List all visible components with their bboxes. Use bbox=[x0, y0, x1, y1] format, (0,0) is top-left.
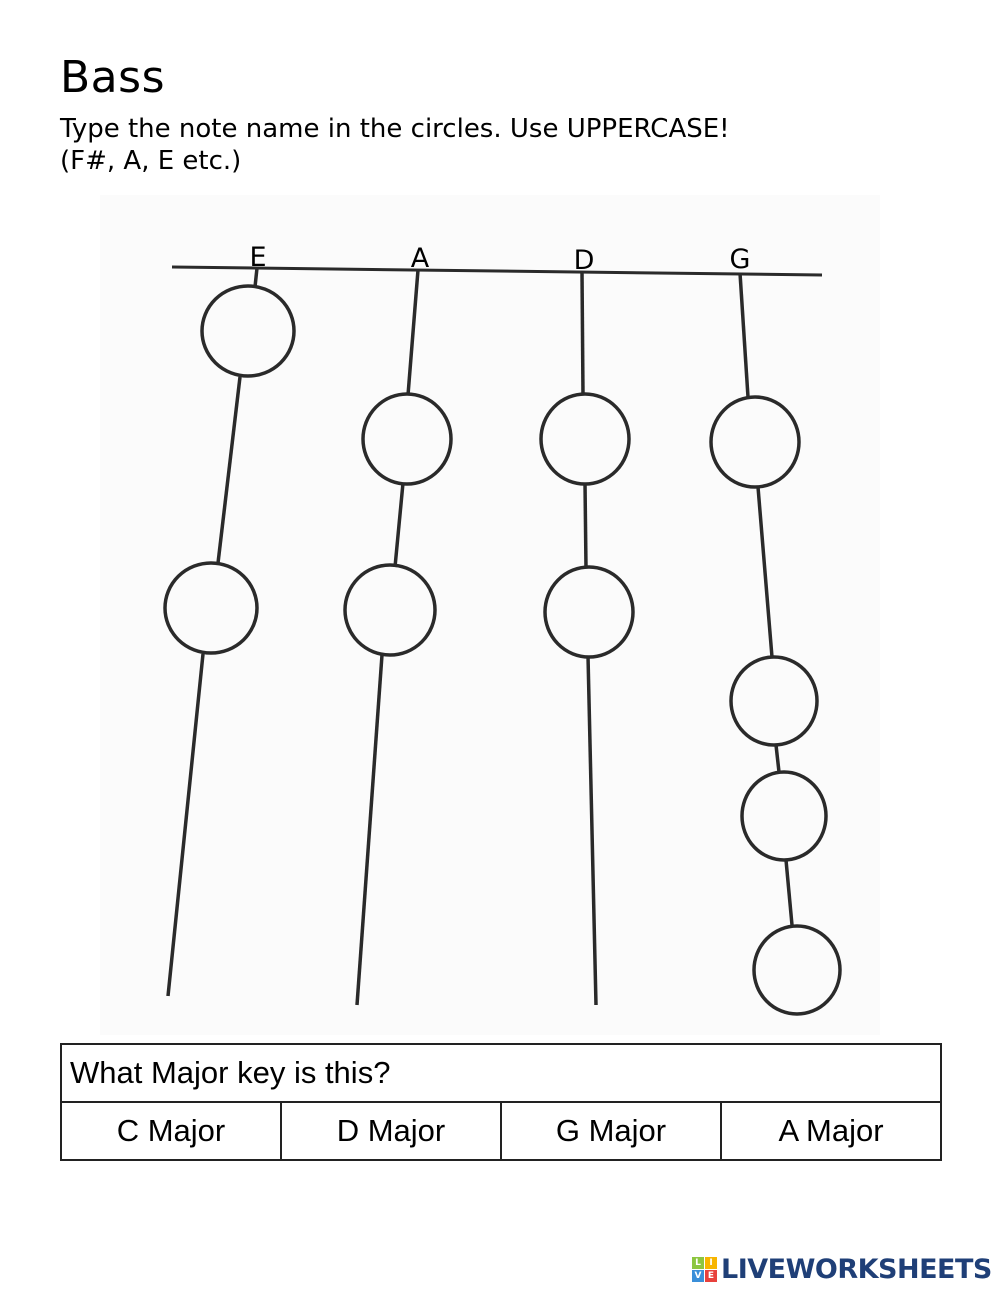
instruction-line-2: (F#, A, E etc.) bbox=[60, 146, 242, 176]
option-g-major[interactable]: G Major bbox=[500, 1101, 722, 1161]
note-circle-a-2 bbox=[343, 563, 437, 657]
instruction-line-1: Type the note name in the circles. Use U… bbox=[60, 114, 730, 144]
instructions: Type the note name in the circles. Use U… bbox=[60, 113, 730, 177]
string-a-segment bbox=[393, 482, 405, 568]
string-d-segment bbox=[583, 482, 588, 569]
note-input-g-2[interactable] bbox=[739, 681, 813, 723]
string-a-segment bbox=[355, 654, 384, 1006]
string-e-segment bbox=[166, 653, 205, 997]
string-e-segment bbox=[216, 376, 242, 564]
logo-block-i: I bbox=[705, 1257, 717, 1269]
string-d-segment bbox=[586, 655, 598, 1006]
nut-line bbox=[171, 265, 823, 277]
string-g-segment bbox=[784, 859, 794, 926]
option-c-major[interactable]: C Major bbox=[60, 1101, 282, 1161]
note-circle-d-1 bbox=[539, 392, 631, 486]
note-circle-g-4 bbox=[752, 924, 842, 1016]
string-d-segment bbox=[580, 271, 585, 396]
string-label-a: A bbox=[411, 243, 430, 274]
major-key-question: What Major key is this? C Major D Major … bbox=[60, 1043, 942, 1161]
fingerboard-diagram: E A D G bbox=[163, 242, 842, 1016]
note-input-e-1[interactable] bbox=[213, 311, 287, 353]
logo-icon: L I V E bbox=[692, 1257, 717, 1282]
string-label-d: D bbox=[574, 245, 595, 276]
note-input-d-2[interactable] bbox=[554, 592, 628, 634]
string-g-segment bbox=[738, 272, 750, 398]
note-input-e-2[interactable] bbox=[176, 588, 250, 630]
note-circle-g-2 bbox=[729, 655, 819, 747]
note-circle-e-1 bbox=[200, 284, 296, 378]
note-input-a-2[interactable] bbox=[355, 590, 429, 632]
page-title: Bass bbox=[60, 52, 165, 103]
note-input-g-1[interactable] bbox=[720, 422, 794, 464]
note-circle-d-2 bbox=[543, 565, 635, 659]
logo-text: LIVEWORKSHEETS bbox=[721, 1254, 992, 1285]
logo-block-l: L bbox=[692, 1257, 704, 1269]
string-e-segment bbox=[253, 267, 259, 288]
note-input-g-3[interactable] bbox=[749, 796, 823, 838]
logo-block-v: V bbox=[692, 1270, 704, 1282]
note-input-g-4[interactable] bbox=[762, 950, 836, 992]
note-circle-g-1 bbox=[709, 395, 801, 489]
note-input-a-1[interactable] bbox=[372, 419, 446, 461]
option-d-major[interactable]: D Major bbox=[280, 1101, 502, 1161]
string-g-segment bbox=[756, 486, 774, 658]
question-prompt: What Major key is this? bbox=[60, 1043, 942, 1103]
note-circle-a-1 bbox=[361, 392, 453, 486]
string-g-segment bbox=[774, 744, 781, 773]
note-circle-g-3 bbox=[740, 770, 828, 862]
note-circle-e-2 bbox=[163, 561, 259, 655]
logo-block-e: E bbox=[705, 1270, 717, 1282]
string-label-e: E bbox=[249, 242, 266, 273]
option-a-major[interactable]: A Major bbox=[720, 1101, 942, 1161]
string-label-g: G bbox=[730, 244, 751, 275]
note-input-d-1[interactable] bbox=[550, 419, 624, 461]
string-a-segment bbox=[406, 269, 420, 396]
liveworksheets-logo: L I V E LIVEWORKSHEETS bbox=[692, 1254, 992, 1285]
